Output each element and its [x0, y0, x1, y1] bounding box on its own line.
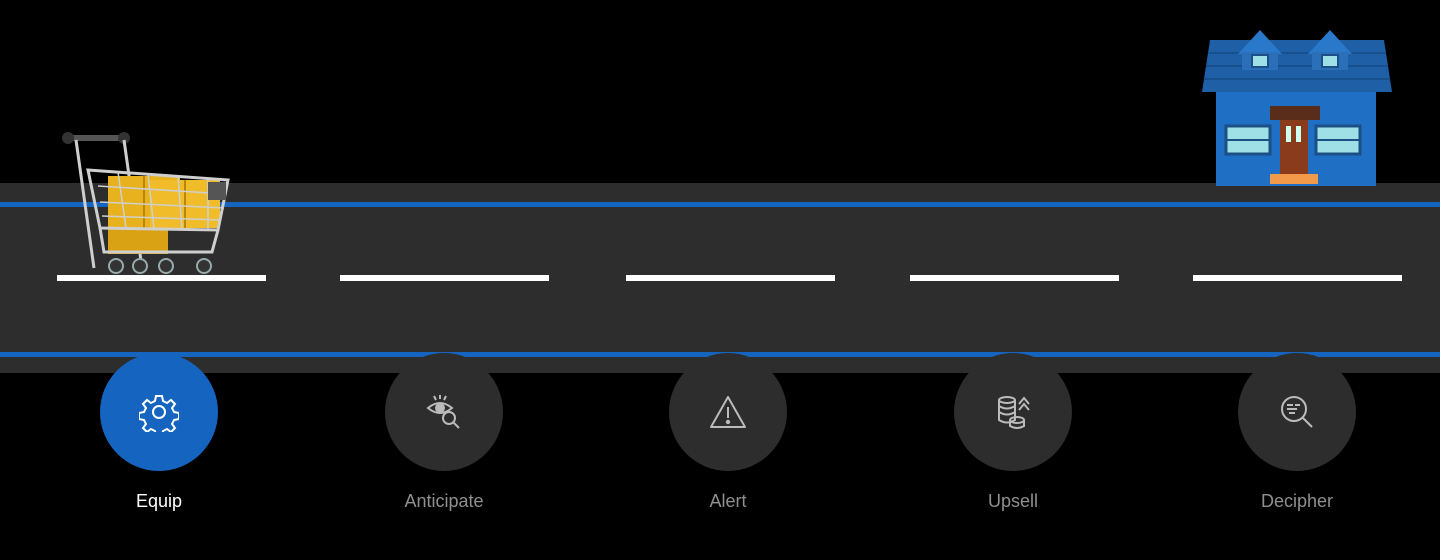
- step-decipher[interactable]: Decipher: [1238, 353, 1356, 511]
- shopping-cart-illustration: [62, 132, 230, 274]
- step-upsell-label: Upsell: [987, 491, 1039, 511]
- step-equip-button[interactable]: [100, 353, 218, 471]
- lane-dash: [57, 275, 266, 281]
- lane-dash: [626, 275, 835, 281]
- lane-dash: [1193, 275, 1402, 281]
- step-alert-label: Alert: [709, 491, 747, 511]
- step-equip[interactable]: Equip: [100, 353, 218, 511]
- step-decipher-label: Decipher: [1260, 491, 1334, 511]
- step-anticipate-button[interactable]: [385, 353, 503, 471]
- house-illustration: [1202, 30, 1392, 186]
- step-upsell[interactable]: Upsell: [954, 353, 1072, 511]
- lane-dash: [340, 275, 549, 281]
- step-anticipate-label: Anticipate: [404, 491, 484, 511]
- coins-up-icon: [998, 396, 1030, 429]
- step-alert-button[interactable]: [669, 353, 787, 471]
- road: [0, 183, 1440, 373]
- step-anticipate[interactable]: Anticipate: [385, 353, 503, 511]
- step-equip-label: Equip: [135, 491, 183, 511]
- road-edge-top: [0, 202, 1440, 207]
- step-alert[interactable]: Alert: [669, 353, 787, 511]
- gear-icon: [139, 395, 179, 432]
- code-search-icon: [1281, 396, 1313, 428]
- lane-dash: [910, 275, 1119, 281]
- warning-icon: [710, 396, 746, 428]
- eye-search-icon: [426, 395, 460, 429]
- step-decipher-button[interactable]: [1238, 353, 1356, 471]
- step-upsell-button[interactable]: [954, 353, 1072, 471]
